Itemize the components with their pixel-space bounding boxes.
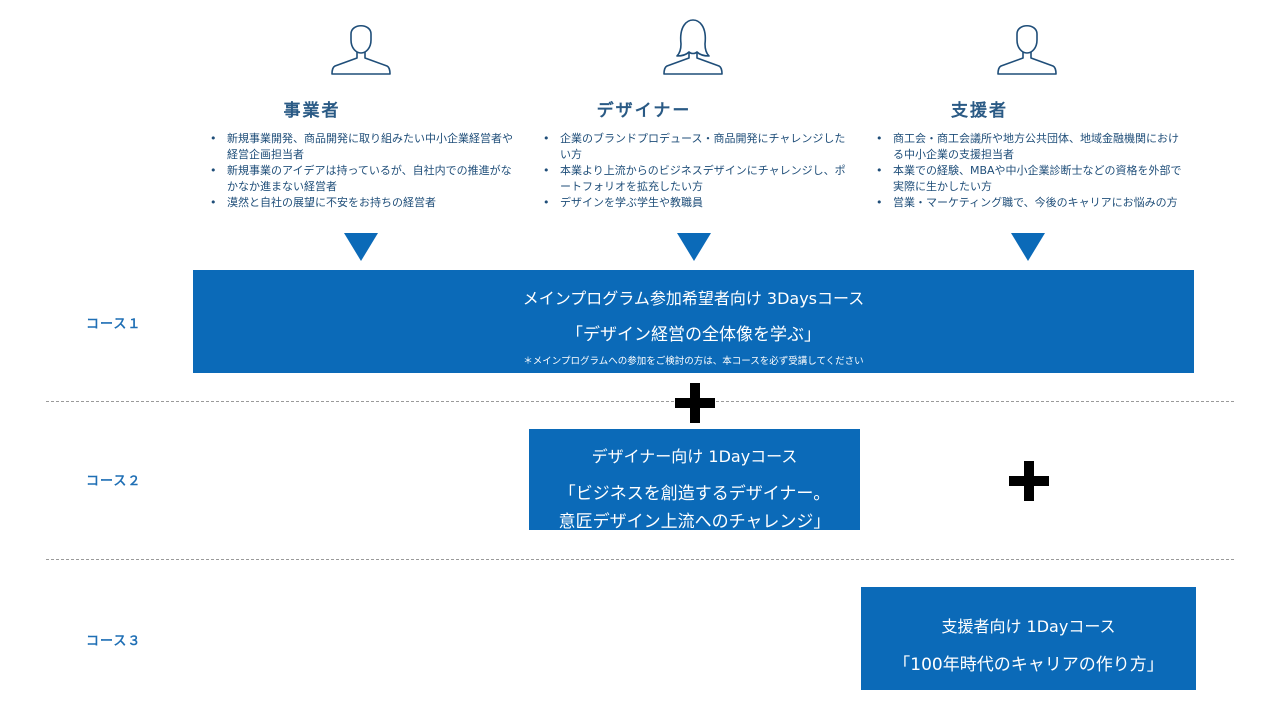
persona-supporter: 支援者 商工会・商工会議所や地方公共団体、地域金融機関における中小企業の支援担当… <box>873 14 1182 211</box>
list-item: デザインを学ぶ学生や教職員 <box>543 195 850 211</box>
male-user-icon <box>331 24 391 75</box>
course-subtitle-line-1: 「ビジネスを創造するデザイナー。 <box>558 484 831 504</box>
course-title: デザイナー向け 1Dayコース <box>591 447 798 466</box>
list-item: 営業・マーケティング職で、今後のキャリアにお悩みの方 <box>876 195 1183 211</box>
list-item: 新規事業開発、商品開発に取り組みたい中小企業経営者や経営企画担当者 <box>210 131 517 163</box>
course-label-3: コース３ <box>86 634 142 649</box>
course-note: ＊メインプログラムへの参加をご検討の方は、本コースを必ず受講してください <box>523 356 864 367</box>
down-arrow-icon <box>1011 233 1045 261</box>
course-2-box: デザイナー向け 1Dayコース 「ビジネスを創造するデザイナー。 意匠デザイン上… <box>529 429 860 532</box>
persona-title: 事業者 <box>283 101 341 121</box>
down-arrow-icon <box>344 233 378 261</box>
course-subtitle-line-2: 意匠デザイン上流へのチャレンジ」 <box>558 512 831 532</box>
persona-list: 新規事業開発、商品開発に取り組みたい中小企業経営者や経営企画担当者 新規事業のア… <box>207 131 517 211</box>
persona-title: デザイナー <box>596 101 692 121</box>
persona-business: 事業者 新規事業開発、商品開発に取り組みたい中小企業経営者や経営企画担当者 新規… <box>207 14 513 211</box>
course-title: 支援者向け 1Dayコース <box>941 617 1116 636</box>
course-1-box: メインプログラム参加希望者向け 3Daysコース 「デザイン経営の全体像を学ぶ」… <box>193 270 1194 373</box>
list-item: 本業での経験、MBAや中小企業診断士などの資格を外部で実際に生かしたい方 <box>876 163 1183 195</box>
course-label-1: コース１ <box>86 317 142 332</box>
male-user-icon <box>997 24 1057 75</box>
course-title: メインプログラム参加希望者向け 3Daysコース <box>522 289 865 308</box>
course-label-2: コース２ <box>86 474 142 489</box>
divider <box>46 401 1234 402</box>
persona-designer: デザイナー 企業のブランドプロデュース・商品開発にチャレンジしたい方 本業より上… <box>540 14 846 211</box>
persona-list: 企業のブランドプロデュース・商品開発にチャレンジしたい方 本業より上流からのビジ… <box>540 131 850 211</box>
list-item: 新規事業のアイデアは持っているが、自社内での推進がなかなか進まない経営者 <box>210 163 517 195</box>
course-3-box: 支援者向け 1Dayコース 「100年時代のキャリアの作り方」 <box>861 587 1196 690</box>
course-subtitle: 「デザイン経営の全体像を学ぶ」 <box>566 325 821 345</box>
course-subtitle: 「100年時代のキャリアの作り方」 <box>893 655 1164 675</box>
list-item: 企業のブランドプロデュース・商品開発にチャレンジしたい方 <box>543 131 850 163</box>
plus-icon <box>675 383 715 423</box>
down-arrow-icon <box>677 233 711 261</box>
persona-title: 支援者 <box>951 101 1008 121</box>
list-item: 本業より上流からのビジネスデザインにチャレンジし、ポートフォリオを拡充したい方 <box>543 163 850 195</box>
plus-icon <box>1009 461 1049 501</box>
persona-list: 商工会・商工会議所や地方公共団体、地域金融機関における中小企業の支援担当者 本業… <box>873 131 1183 211</box>
list-item: 漠然と自社の展望に不安をお持ちの経営者 <box>210 195 517 211</box>
female-user-icon <box>663 19 723 75</box>
list-item: 商工会・商工会議所や地方公共団体、地域金融機関における中小企業の支援担当者 <box>876 131 1183 163</box>
divider <box>46 559 1234 560</box>
